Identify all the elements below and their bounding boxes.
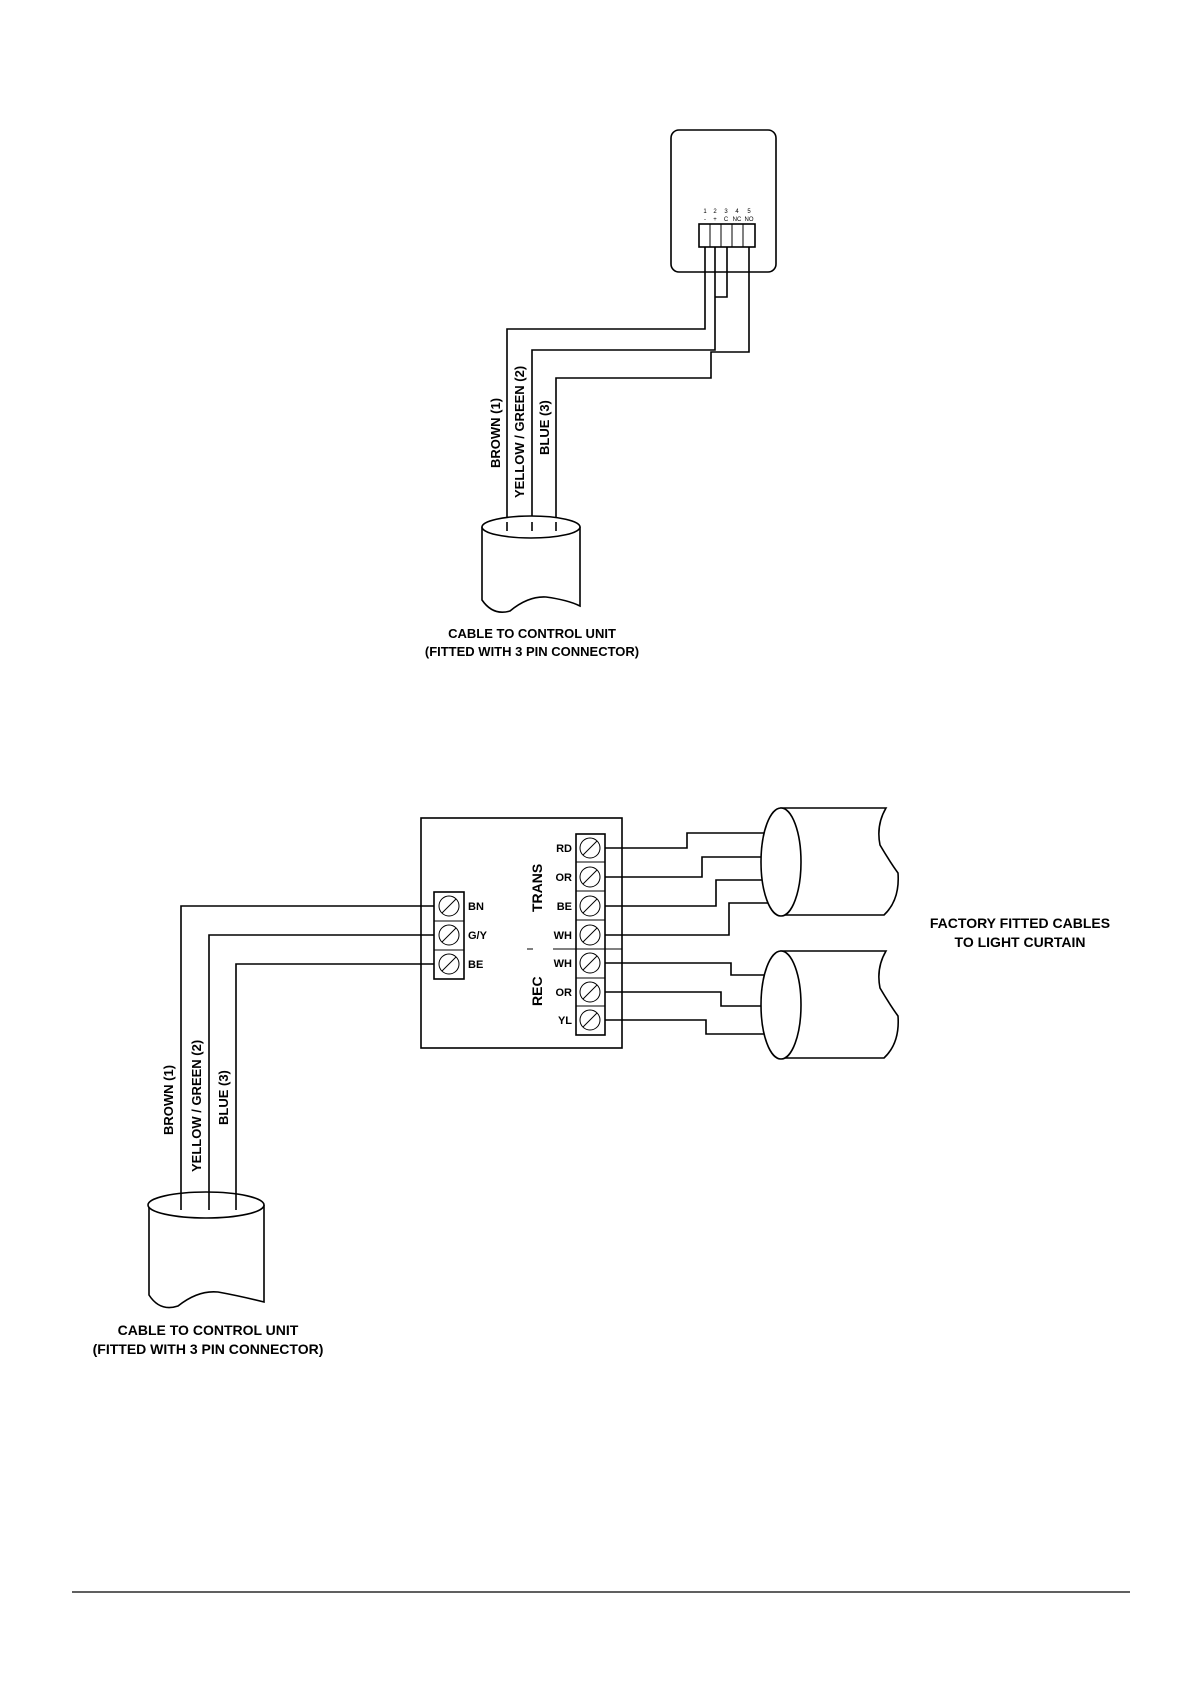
factory-label-line1: FACTORY FITTED CABLES — [930, 915, 1110, 931]
pin-connector — [699, 224, 755, 247]
bottom-wiring-diagram: BN G/Y BE RD OR BE WH WH OR YL TRANS — [93, 808, 1110, 1357]
pin-sign: C — [724, 217, 729, 223]
wire-label-yellow-green: YELLOW / GREEN (2) — [512, 366, 527, 498]
rec-terminal-label: WH — [554, 958, 572, 970]
cable-label-line2: (FITTED WITH 3 PIN CONNECTOR) — [425, 644, 639, 659]
pin-sign: NC — [733, 217, 742, 223]
trans-terminal-label: BE — [557, 901, 572, 913]
top-wiring-diagram: 1 2 3 4 5 - + C NC NO — [425, 130, 776, 659]
pin-sign: + — [713, 217, 717, 223]
cable-end — [148, 1192, 264, 1308]
trans-terminal-label: OR — [556, 872, 573, 884]
rec-terminal-label: YL — [558, 1015, 572, 1027]
rec-terminal-label: OR — [556, 987, 573, 999]
cable-end — [482, 516, 580, 612]
input-terminal-label: BE — [468, 959, 483, 971]
wire-label-brown: BROWN (1) — [161, 1065, 176, 1135]
cable-label-line1: CABLE TO CONTROL UNIT — [118, 1322, 299, 1338]
cable-label-line2: (FITTED WITH 3 PIN CONNECTOR) — [93, 1341, 324, 1357]
sensor-housing — [671, 130, 776, 272]
trans-terminal-label: RD — [556, 843, 572, 855]
pin-sign: - — [704, 217, 706, 223]
wire-label-brown: BROWN (1) — [488, 398, 503, 468]
input-terminal-block — [434, 892, 464, 979]
input-terminal-label: G/Y — [468, 930, 488, 942]
input-terminal-label: BN — [468, 901, 484, 913]
light-curtain-cable — [761, 951, 898, 1059]
top-wires — [507, 247, 749, 522]
output-terminal-block — [576, 834, 605, 1035]
wire-label-yellow-green: YELLOW / GREEN (2) — [189, 1040, 204, 1172]
trans-terminal-label: WH — [554, 930, 572, 942]
bottom-input-wires — [181, 906, 434, 1192]
pin-sign: NO — [745, 217, 754, 223]
light-curtain-cable — [761, 808, 898, 916]
cable-label-line1: CABLE TO CONTROL UNIT — [448, 626, 616, 641]
factory-label-line2: TO LIGHT CURTAIN — [955, 934, 1086, 950]
trans-label: TRANS — [529, 864, 545, 912]
wire-label-blue: BLUE (3) — [537, 400, 552, 455]
bottom-output-wires — [605, 833, 787, 1034]
rec-label: REC — [529, 976, 545, 1006]
wire-label-blue: BLUE (3) — [216, 1070, 231, 1125]
